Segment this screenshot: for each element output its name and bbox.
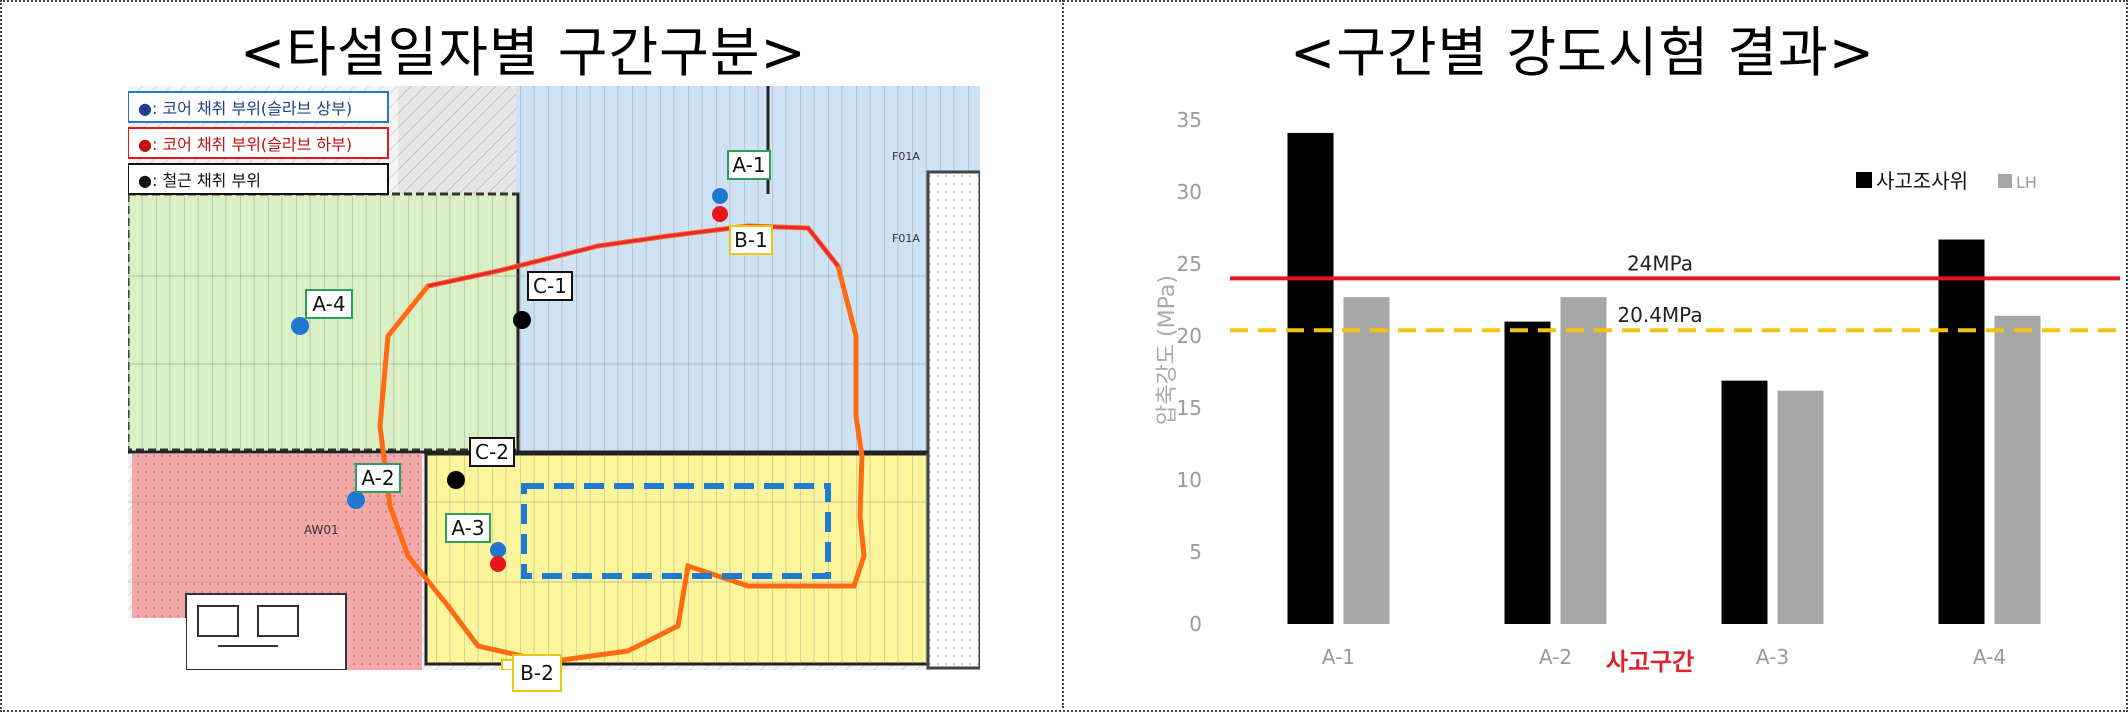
y-tick-label: 5 xyxy=(1189,540,1202,564)
legend-series-2: LH xyxy=(2016,173,2037,192)
bar-series2-a-3 xyxy=(1777,390,1824,624)
right-panel-title: <구간별 강도시험 결과> xyxy=(1290,21,1875,84)
x-tick-label: A-2 xyxy=(1539,645,1572,669)
plan-legend: ●: 코어 채취 부위(슬라브 상부) ●: 코어 채취 부위(슬라브 하부) … xyxy=(128,91,389,195)
core-point-top-A1 xyxy=(712,188,728,204)
zone-label-a1: A-1 xyxy=(732,153,765,177)
core-point-top-A2 xyxy=(347,491,365,509)
zone-label-b2-box: B-2 xyxy=(512,654,562,692)
zone-label-c1: C-1 xyxy=(533,274,567,298)
plan-code-aw01: AW01 xyxy=(304,523,339,537)
rebar-point-C1 xyxy=(513,311,531,329)
y-tick-label: 10 xyxy=(1177,468,1202,492)
core-point-bottom-A3 xyxy=(490,556,506,572)
zone-label-a4: A-4 xyxy=(312,292,345,316)
x-axis-label: 사고구간 xyxy=(1606,648,1694,676)
inner-boundary-outline xyxy=(427,224,840,288)
zone-label-b2: B-2 xyxy=(520,661,554,685)
x-tick-label: A-3 xyxy=(1756,645,1789,669)
legend-item-bottom-core: ●: 코어 채취 부위(슬라브 하부) xyxy=(138,135,352,154)
left-panel-title: <타설일자별 구간구분> xyxy=(240,21,807,84)
zone-label-c2: C-2 xyxy=(475,440,509,464)
y-tick-label: 0 xyxy=(1189,612,1202,636)
bar-series1-a-3 xyxy=(1721,380,1768,624)
bar-series2-a-1 xyxy=(1343,297,1390,624)
legend-item-rebar: ●: 철근 채취 부위 xyxy=(138,171,261,190)
y-tick-label: 30 xyxy=(1177,180,1202,204)
rebar-point-C2 xyxy=(447,471,465,489)
dashed-area-box xyxy=(521,483,831,579)
y-tick-label: 25 xyxy=(1177,252,1202,276)
x-tick-label: A-4 xyxy=(1973,645,2006,669)
zone-label-a3: A-3 xyxy=(451,516,484,540)
y-tick-label: 20 xyxy=(1177,324,1202,348)
bar-series1-a-4 xyxy=(1938,239,1985,624)
bar-series1-a-1 xyxy=(1287,132,1334,624)
panel-divider xyxy=(1062,0,1064,708)
floor-plan-map: ●: 코어 채취 부위(슬라브 상부) ●: 코어 채취 부위(슬라브 하부) … xyxy=(128,86,980,670)
y-axis-label: 압축강도 (MPa) xyxy=(1155,275,1180,425)
zone-label-b1: B-1 xyxy=(734,228,768,252)
bar-series1-a-2 xyxy=(1504,321,1551,624)
y-tick-label: 35 xyxy=(1177,108,1202,132)
bar-series2-a-4 xyxy=(1994,315,2041,624)
bar-series2-a-2 xyxy=(1560,297,1607,624)
core-point-bottom-A1 xyxy=(712,206,728,222)
chart-legend: 사고조사위 LH xyxy=(1856,169,2037,193)
core-point-top-A3 xyxy=(490,542,506,558)
core-point-top-A4 xyxy=(291,317,309,335)
y-tick-label: 15 xyxy=(1177,396,1202,420)
zone-label-a2: A-2 xyxy=(361,466,394,490)
legend-series-1: 사고조사위 xyxy=(1876,169,1968,193)
reference-line-label: 24MPa xyxy=(1627,251,1693,275)
plan-code-f01a-top: F01A xyxy=(892,150,920,163)
strength-bar-chart: 압축강도 (MPa) 0 5 10 15 20 25 30 35 24MPa 20.4MPa A… xyxy=(1155,108,2120,676)
x-tick-label: A-1 xyxy=(1322,645,1355,669)
plan-code-f01a-mid: F01A xyxy=(892,232,920,245)
reference-line-label: 20.4MPa xyxy=(1617,303,1702,327)
legend-item-top-core: ●: 코어 채취 부위(슬라브 상부) xyxy=(138,99,352,118)
